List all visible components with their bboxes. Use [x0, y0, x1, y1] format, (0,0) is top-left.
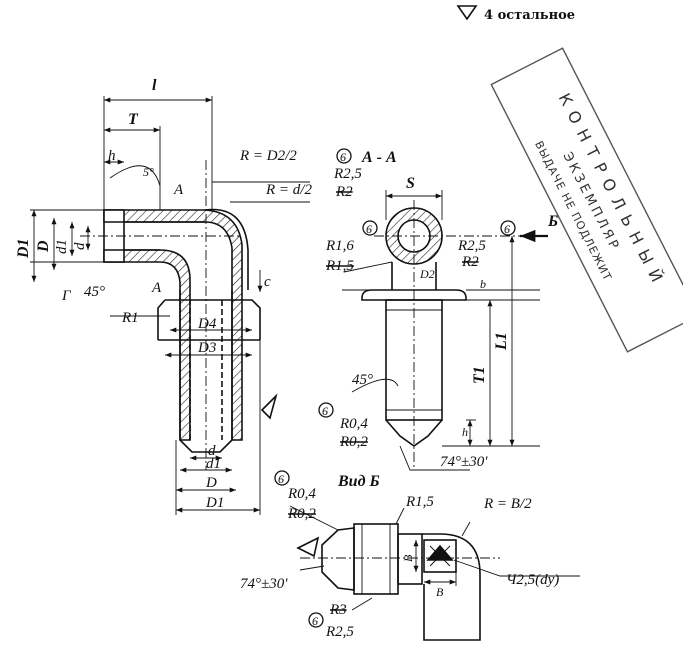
section-dim-h: h: [462, 425, 468, 439]
roughness-note: 4 остальное: [456, 5, 575, 23]
section-angle-45: 45°: [352, 372, 373, 388]
view-b: [296, 523, 500, 641]
dim-l: l: [152, 77, 157, 94]
section-A-bottom: A: [151, 280, 162, 296]
main-view-dimensions: [30, 96, 310, 515]
main-view-labels: l T h 5° A A R = D2/2 R = d/2 D1 D d1 d …: [15, 77, 312, 511]
view-b-labels: Вид Б R0,4 R0,2 R1,5 R = B/2 B B 74°±30'…: [240, 473, 559, 640]
view-b-dim-B-bottom: B: [436, 585, 444, 599]
svg-text:6: 6: [340, 150, 346, 164]
section-dim-D2: D2: [419, 267, 435, 281]
view-b-finish-icon: [296, 536, 320, 558]
section-r04: R0,4: [339, 416, 368, 432]
svg-text:6: 6: [504, 222, 510, 236]
view-b-dim-B-side: B: [401, 554, 415, 562]
roughness-triangle-icon: [456, 5, 478, 21]
section-view: [361, 200, 548, 470]
section-dim-L1: L1: [493, 332, 510, 351]
section-r2: R2: [335, 184, 353, 200]
dim-T: T: [128, 111, 139, 128]
view-b-r25: R2,5: [325, 624, 354, 640]
radius-R1: R1: [121, 310, 139, 326]
main-view: [80, 160, 278, 470]
view-b-radius-B: R = B/2: [483, 496, 532, 512]
bottom-d: d: [208, 443, 216, 459]
view-b-title: Вид Б: [337, 473, 380, 490]
svg-text:6: 6: [322, 404, 328, 418]
angle-5: 5°: [143, 165, 154, 179]
circle-6-markers: [274, 148, 516, 628]
dim-c: c: [264, 274, 271, 290]
view-B-arrow-label: Б: [547, 213, 558, 230]
circle-6-section: [336, 148, 352, 164]
section-r25: R2,5: [333, 166, 362, 182]
dim-d1: d1: [54, 239, 70, 254]
section-r02: R0,2: [339, 434, 368, 450]
bottom-D1: D1: [205, 495, 224, 511]
section-r25b: R2,5: [457, 238, 486, 254]
view-b-r04: R0,4: [287, 486, 316, 502]
circle-6-digits: 6 6 6 6 6 6: [278, 150, 510, 628]
section-A-top: A: [173, 182, 184, 198]
radius-D2: R = D2/2: [239, 148, 297, 164]
view-b-r02: R0,2: [287, 506, 316, 522]
section-r16: R1,6: [325, 238, 354, 254]
view-b-angle-74: 74°±30': [240, 576, 288, 592]
roughness-note-text: 4 остальное: [484, 8, 575, 23]
svg-text:6: 6: [366, 222, 372, 236]
section-angle-74: 74°±30': [440, 454, 488, 470]
dim-d: d: [72, 242, 88, 250]
control-stamp: КОНТРОЛЬНЫЙ ЭКЗЕМПЛЯР ВЫДАЧЕ НЕ ПОДЛЕЖИТ: [490, 47, 683, 353]
section-r2b: R2: [461, 254, 479, 270]
surface-finish-icon: [260, 393, 278, 420]
dim-h: h: [108, 148, 116, 164]
section-dim-S: S: [406, 175, 415, 192]
bottom-d1: d1: [206, 456, 221, 472]
section-r15: R1,5: [325, 258, 354, 274]
gamma-label: Г: [61, 288, 72, 304]
stamp-line-1: КОНТРОЛЬНЫЙ: [555, 90, 671, 292]
view-b-r3: R3: [329, 602, 347, 618]
body-wall-lower: [103, 249, 191, 441]
view-b-r15: R1,5: [405, 494, 434, 510]
section-labels: А - А R2,5 R2 S R1,6 R1,5 R2,5 R2 D2 b Б…: [325, 149, 558, 470]
section-dim-T1: T1: [471, 366, 488, 384]
dim-D1: D1: [15, 238, 32, 259]
view-b-note-dy: Ч2,5(dy): [506, 572, 559, 588]
svg-text:6: 6: [312, 614, 318, 628]
bottom-D: D: [205, 475, 217, 491]
section-dimensions: [342, 190, 540, 471]
dim-D3: D3: [197, 340, 216, 356]
dim-D: D: [35, 240, 52, 253]
section-title: А - А: [361, 149, 397, 166]
dim-D4: D4: [197, 316, 217, 332]
section-dim-b: b: [480, 277, 486, 291]
angle-45: 45°: [84, 284, 105, 300]
radius-d: R = d/2: [265, 182, 312, 198]
view-b-dimensions: [289, 505, 580, 611]
svg-text:6: 6: [278, 472, 284, 486]
